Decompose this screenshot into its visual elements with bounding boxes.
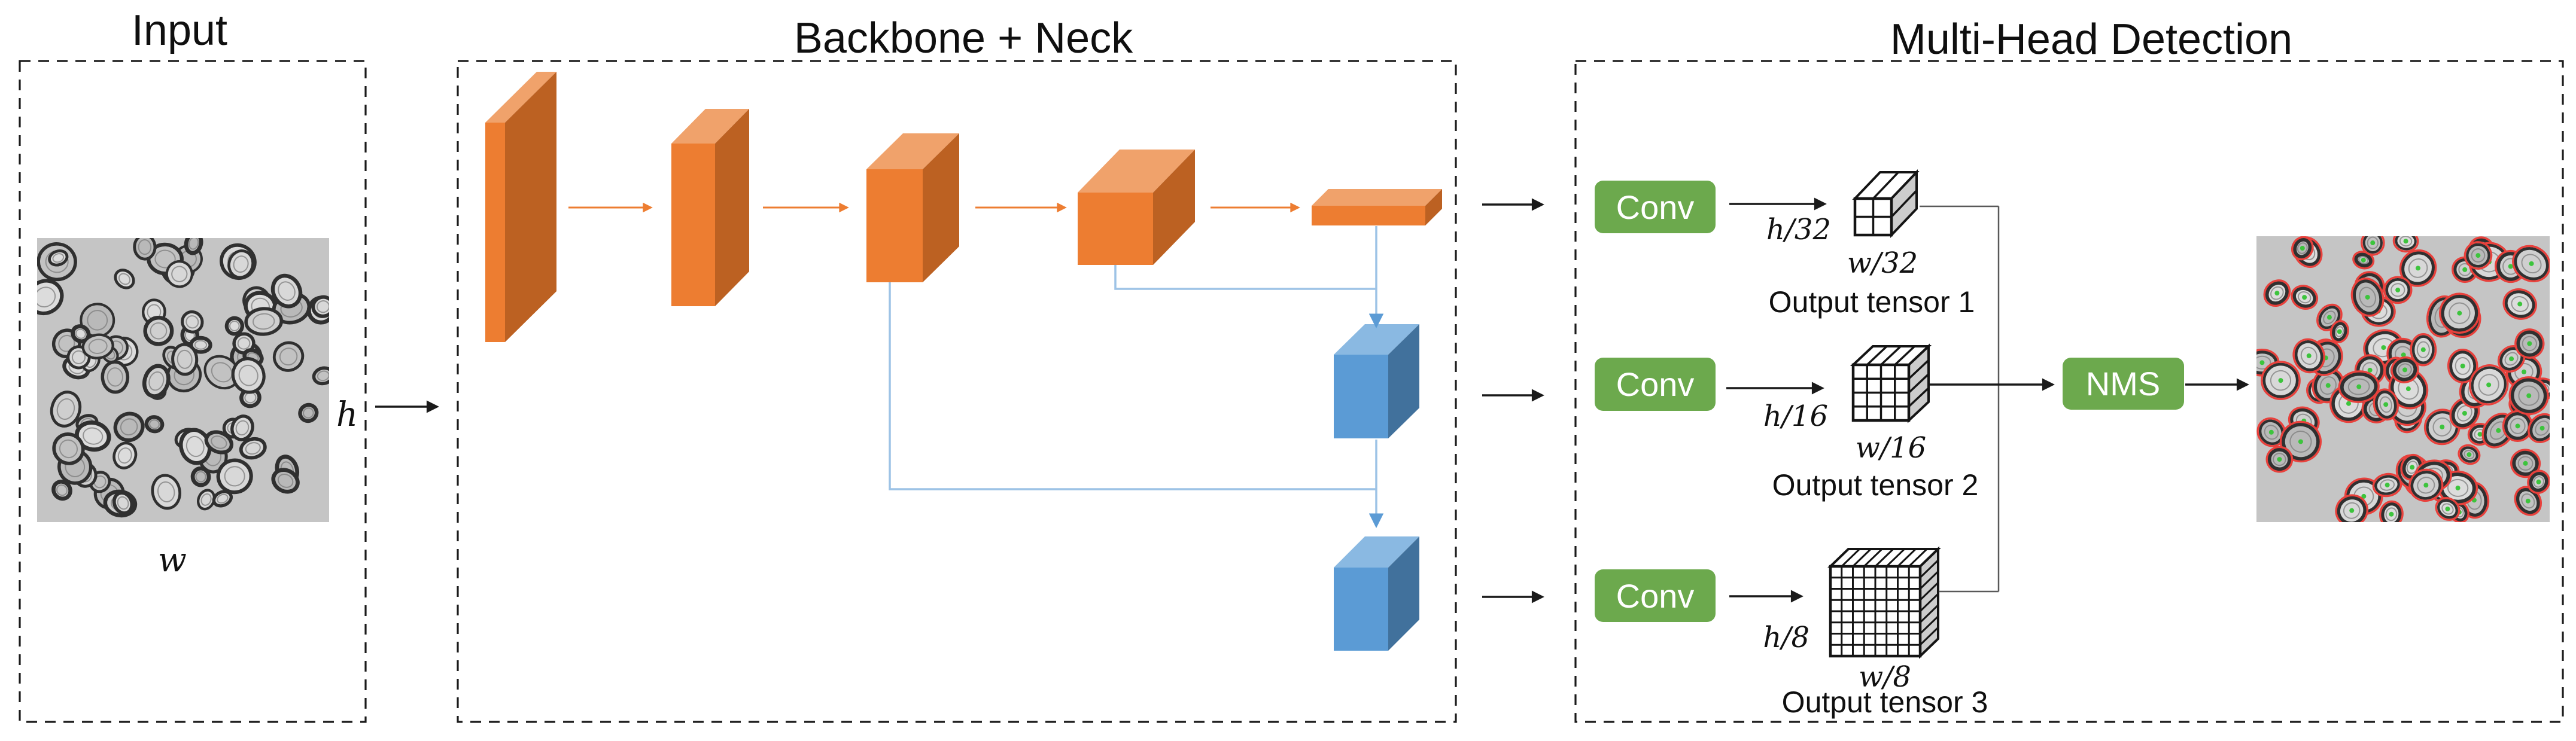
backbone-block-3 (1078, 150, 1195, 265)
feature-map-blocks (485, 72, 1442, 651)
tensor2-caption: Output tensor 2 (1772, 468, 1979, 502)
tensor3-h-label: h/8 (1763, 621, 1809, 654)
backbone-block-2 (866, 133, 959, 282)
input-microscopy-image (37, 238, 329, 522)
backbone-block-4 (1312, 189, 1442, 225)
tensor1-w-label: w/32 (1847, 246, 1918, 280)
conv3-label: Conv (1616, 577, 1695, 615)
tensor1-h-label: h/32 (1766, 213, 1831, 246)
input-section: Input h w (19, 7, 367, 723)
neck-block-6 (1334, 536, 1419, 651)
skip-connector-p4 (1114, 265, 1376, 290)
skip-connector-p3 (889, 282, 1376, 490)
backbone-neck-section: Backbone + Neck (457, 14, 1457, 723)
conv2-box (1595, 358, 1716, 411)
input-box (19, 60, 367, 723)
conv2-label: Conv (1616, 365, 1695, 403)
conv3-box (1595, 569, 1716, 622)
output-tensor-1-cube (1852, 169, 1920, 238)
input-width-label: w (158, 541, 187, 580)
backbone-block-1 (671, 109, 749, 306)
backbone-box (457, 60, 1457, 723)
input-height-label: h (336, 395, 358, 434)
tensor3-caption: Output tensor 3 (1782, 685, 1988, 719)
tensor2-h-label: h/16 (1763, 400, 1828, 433)
section-title-head: Multi-Head Detection (1890, 16, 2292, 63)
conv1-box (1595, 181, 1716, 233)
section-title-backbone: Backbone + Neck (794, 14, 1133, 62)
detection-result-image (2256, 236, 2550, 522)
tensor3-w-label: w/8 (1859, 660, 1911, 694)
backbone-block-0 (485, 72, 556, 342)
neck-block-5 (1334, 324, 1419, 438)
neck-connectors (889, 226, 1384, 529)
tensor-merge-lines (1920, 205, 2055, 593)
multi-head-box (1574, 60, 2564, 723)
tensor2-w-label: w/16 (1856, 431, 1926, 465)
output-tensor-2-cube (1850, 343, 1932, 423)
nms-label: NMS (2086, 365, 2160, 402)
output-tensor-3-cube (1827, 546, 1941, 659)
multi-head-section: Multi-Head Detection Conv Conv Conv h/32… (1574, 16, 2564, 723)
section-title-input: Input (132, 7, 227, 54)
nms-box (2063, 358, 2184, 410)
conv1-label: Conv (1616, 188, 1695, 226)
flow-arrows (375, 198, 1544, 603)
tensor1-caption: Output tensor 1 (1769, 285, 1975, 319)
